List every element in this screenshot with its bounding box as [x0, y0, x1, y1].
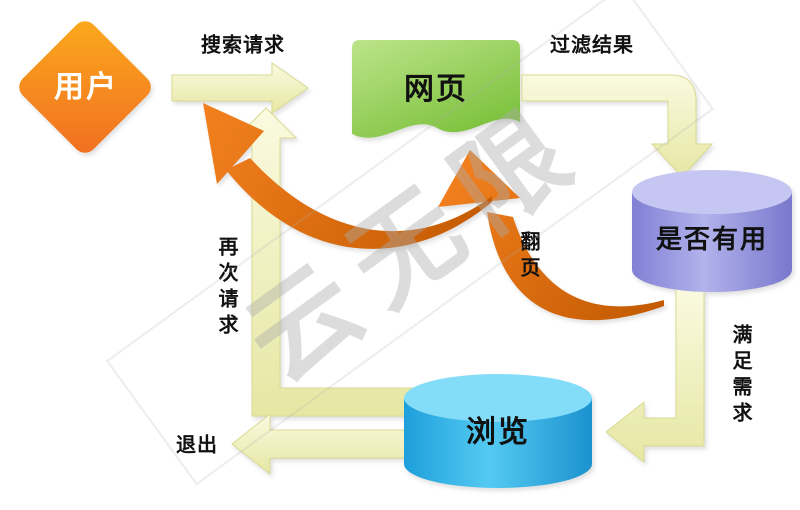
arrow-back-to-user-swoosh [203, 103, 492, 249]
label-re-request: 再次请求 [215, 236, 237, 340]
browse-cylinder-shape [404, 374, 592, 488]
arrow-re-request [234, 107, 431, 417]
label-page-turn: 翻页 [517, 231, 539, 283]
label-satisfy-need: 满足需求 [729, 324, 751, 428]
label-exit: 退出 [176, 434, 218, 457]
arrow-page-turn-swoosh [438, 150, 664, 321]
arrow-filter-result [521, 74, 714, 178]
webpage-node-label: 网页 [404, 72, 468, 106]
arrow-search-request [171, 62, 309, 114]
browse-node-label: 浏览 [466, 415, 530, 449]
useful-node-label: 是否有用 [655, 224, 769, 255]
label-filter-result: 过滤结果 [550, 34, 634, 57]
label-search-request: 搜索请求 [201, 34, 285, 57]
user-node-label: 用户 [54, 70, 118, 104]
arrow-satisfy-need [605, 287, 705, 464]
user-diamond-shape [19, 21, 151, 153]
useful-cylinder-shape [632, 170, 792, 292]
webpage-shape [352, 40, 520, 138]
